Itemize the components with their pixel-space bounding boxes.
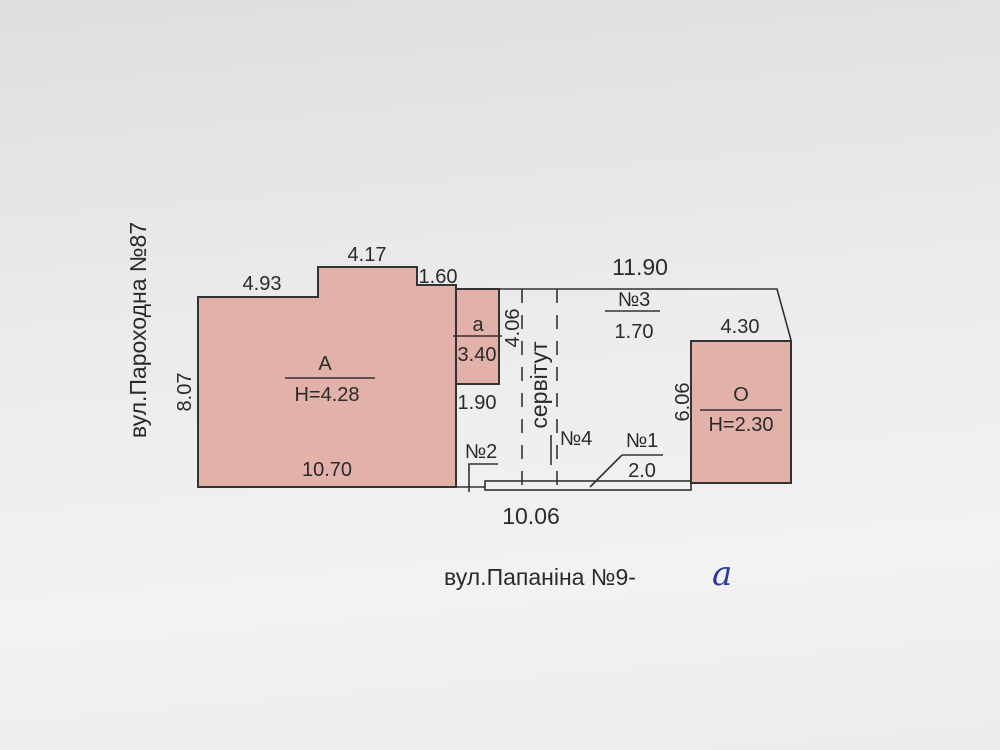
marker-4: №4 xyxy=(560,428,593,450)
dim-1-90: 1.90 xyxy=(458,392,497,414)
dim-1-70: 1.70 xyxy=(615,321,654,343)
marker-1: №1 xyxy=(626,430,659,452)
servitude-label: сервітут xyxy=(526,341,552,429)
marker-2-leader xyxy=(468,463,498,492)
annex-a-dimension: 3.40 xyxy=(458,344,497,366)
dim-6-06: 6.06 xyxy=(672,383,694,422)
yard-boundary xyxy=(499,288,792,341)
building-o xyxy=(690,340,792,484)
handwritten-suffix: a xyxy=(712,554,732,594)
building-a-height: H=4.28 xyxy=(294,384,359,406)
building-a xyxy=(197,266,457,488)
dim-4-30: 4.30 xyxy=(721,316,760,338)
dim-1-60: 1.60 xyxy=(419,266,458,288)
dim-4-17: 4.17 xyxy=(348,244,387,266)
dim-2-0: 2.0 xyxy=(628,460,656,482)
street-left-label: вул.Пароходна №87 xyxy=(125,222,151,438)
fence-strip xyxy=(484,480,692,491)
dim-10-06: 10.06 xyxy=(502,503,560,529)
marker-3: №3 xyxy=(618,289,651,311)
dim-4-06: 4.06 xyxy=(502,309,524,348)
building-o-label: O xyxy=(733,384,749,406)
annex-a-label: a xyxy=(472,314,484,336)
marker-2: №2 xyxy=(465,441,498,463)
marker-1-leader xyxy=(589,454,623,488)
dim-4-93: 4.93 xyxy=(243,273,282,295)
dim-8-07: 8.07 xyxy=(174,373,196,412)
dim-10-70: 10.70 xyxy=(302,459,352,481)
dim-11-90: 11.90 xyxy=(612,254,668,280)
building-o-height: H=2.30 xyxy=(708,414,773,436)
building-a-label: A xyxy=(318,353,332,375)
street-bottom-label: вул.Папаніна №9- xyxy=(444,564,636,590)
